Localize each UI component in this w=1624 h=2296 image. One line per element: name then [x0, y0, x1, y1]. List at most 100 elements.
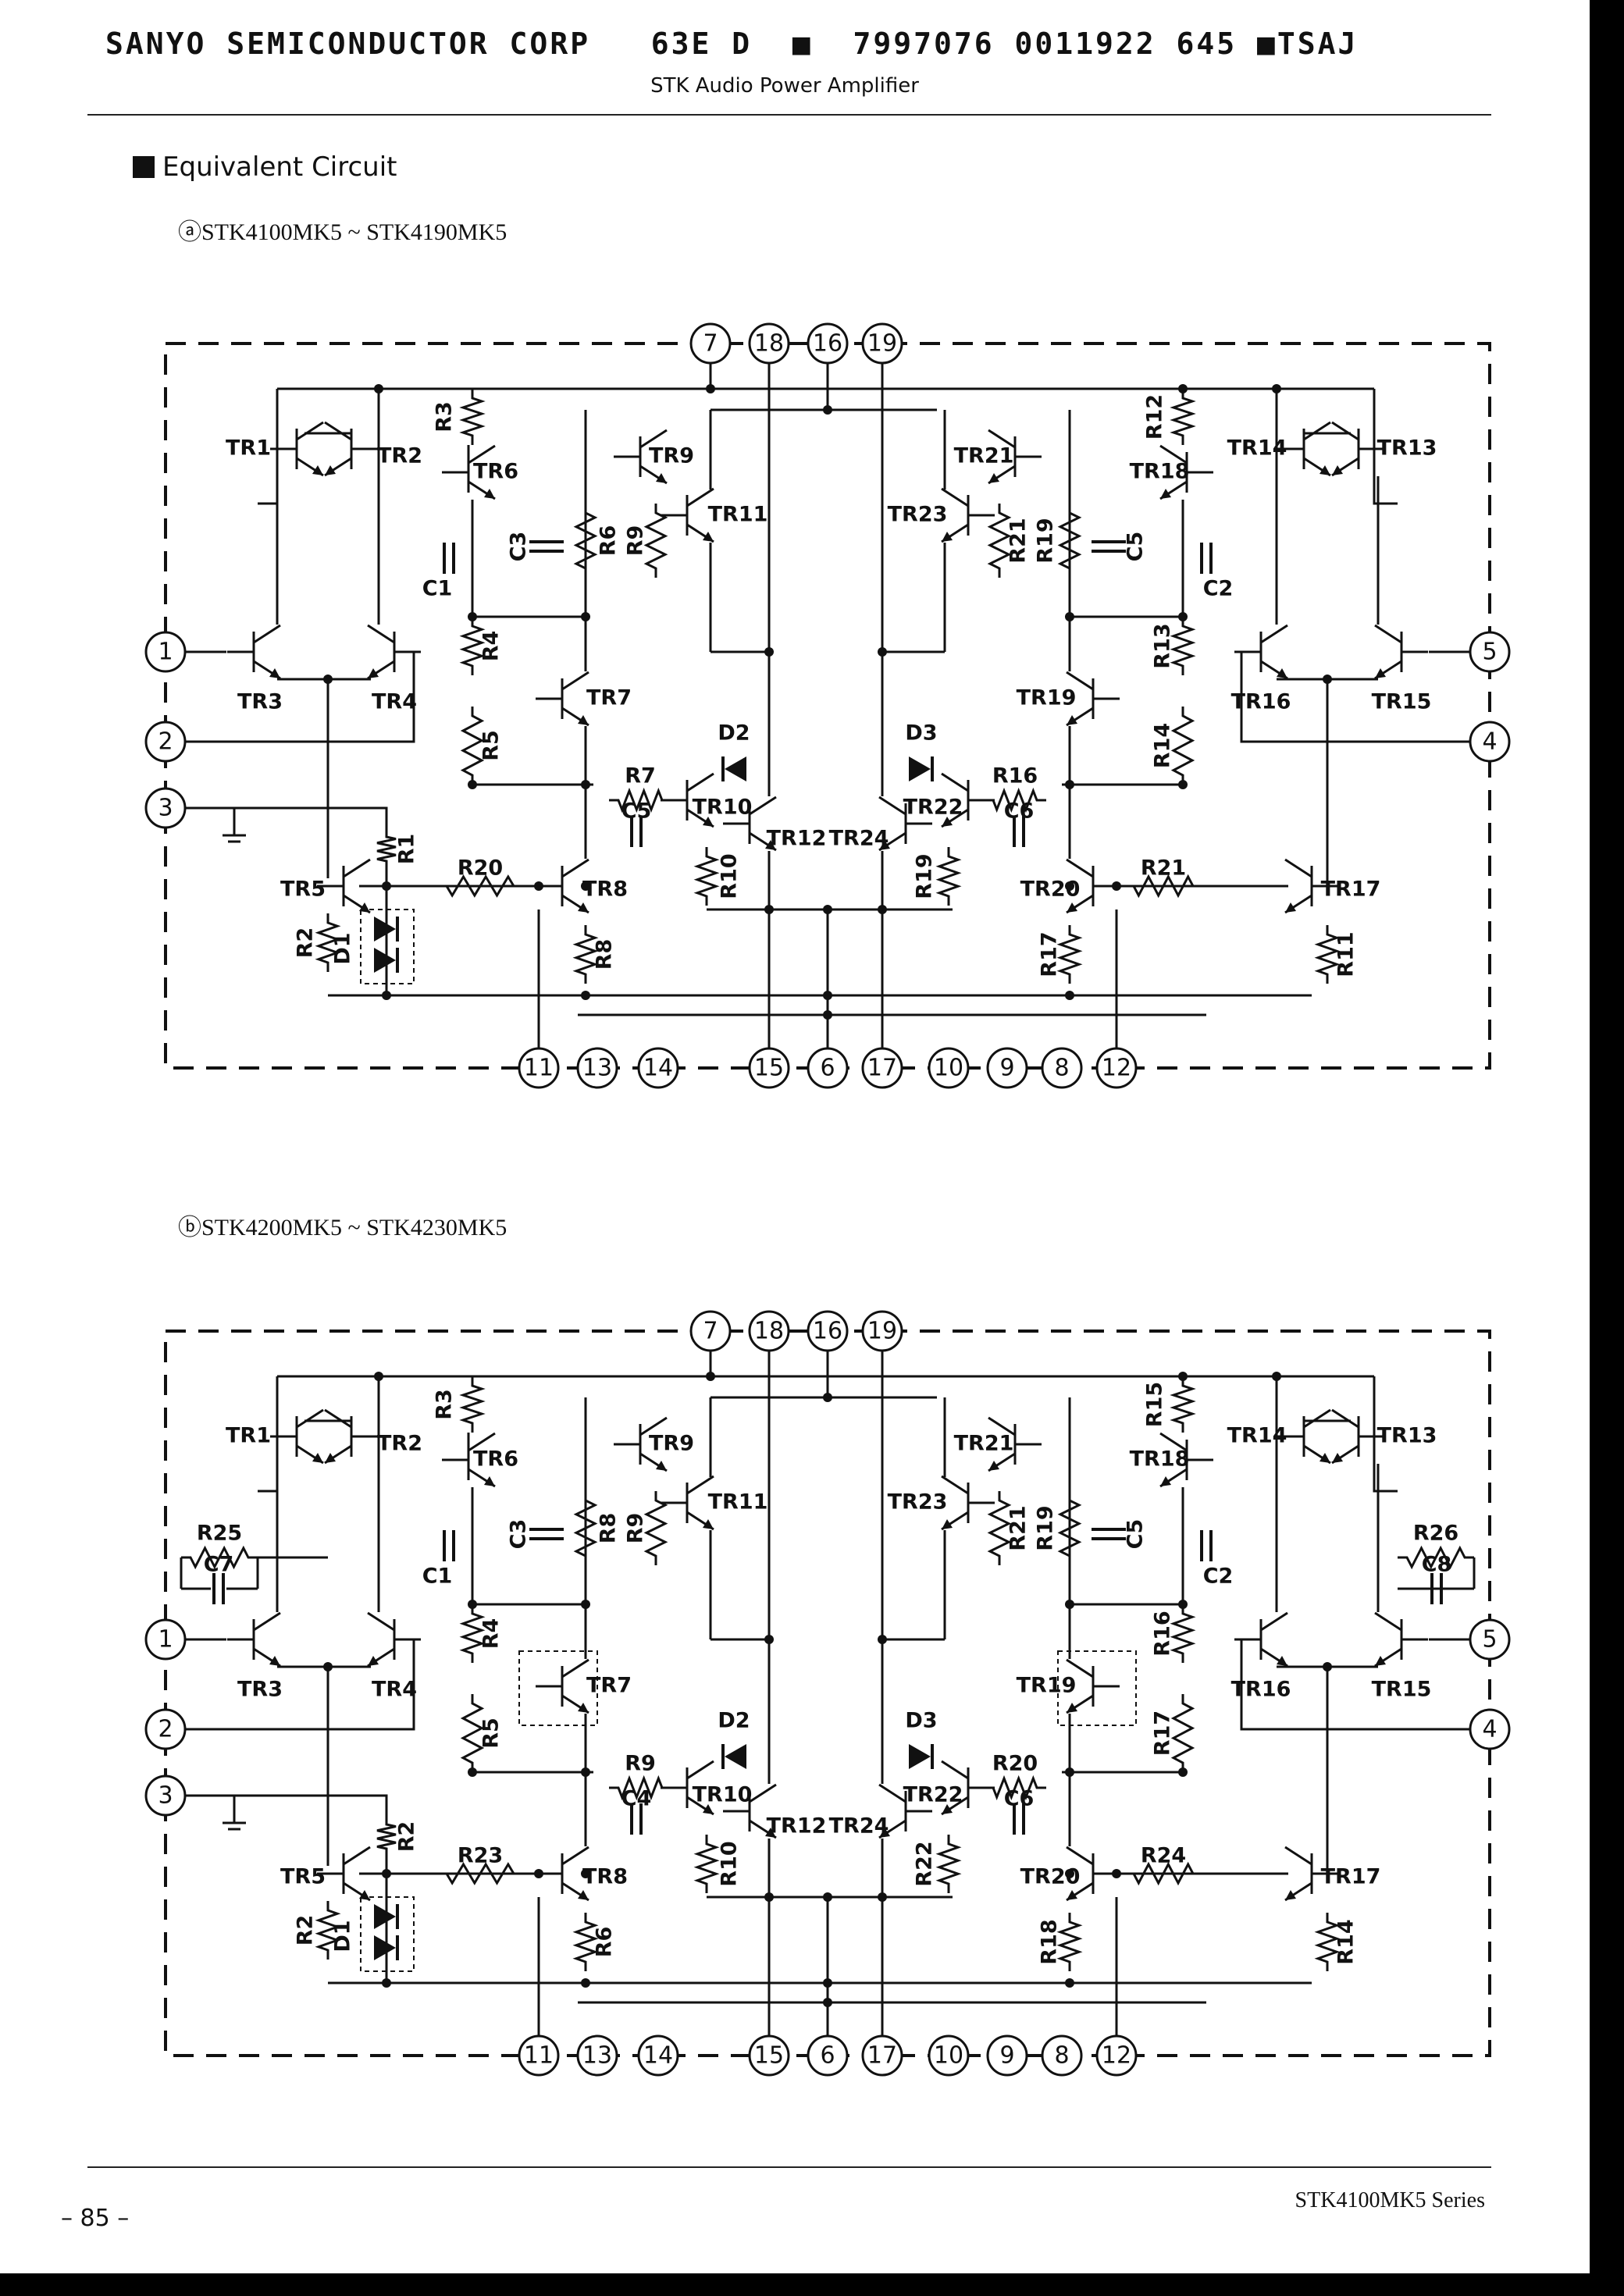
junction-dot — [382, 1978, 391, 1988]
junction-dot — [823, 1978, 832, 1988]
junction-dot — [581, 1978, 590, 1988]
junction-dot — [764, 1635, 774, 1644]
transistor-label: TR18 — [1130, 460, 1190, 484]
transistor-label: TR10 — [693, 1783, 753, 1807]
pin-circle — [1095, 1047, 1138, 1089]
transistor-label: TR22 — [903, 1783, 963, 1807]
transistor-label: TR13 — [1377, 1424, 1437, 1448]
wire — [186, 1639, 415, 1731]
transistor-TR7 — [536, 1658, 589, 1714]
transistor-label: TR8 — [582, 1865, 628, 1889]
wire — [1373, 389, 1398, 505]
junction-dot — [878, 647, 887, 657]
junction-dot — [706, 384, 715, 393]
resistor-label: R2 — [395, 1821, 419, 1853]
scan-edge-bottom — [0, 2273, 1624, 2296]
pin-circle — [861, 1047, 903, 1089]
transistor-TR4 — [367, 624, 421, 680]
transistor-label: TR4 — [372, 690, 417, 714]
footer-rule — [87, 2166, 1491, 2168]
pin-circle — [144, 1775, 187, 1817]
resistor — [1170, 1604, 1196, 1663]
transistor-label: TR16 — [1231, 1678, 1291, 1702]
pin-6: 6 — [820, 1055, 835, 1082]
transistor-TR3 — [227, 624, 281, 680]
capacitor-label: C5 — [621, 799, 652, 824]
pin-circle — [689, 322, 732, 365]
pin-circle — [144, 631, 187, 673]
transistor-TR9 — [614, 1416, 668, 1472]
pin-circle — [928, 1047, 970, 1089]
scan-edge-right — [1590, 0, 1624, 2296]
diode-icon — [374, 917, 396, 942]
junction-dot — [581, 1869, 590, 1878]
transistor-label: TR23 — [888, 1490, 948, 1515]
resistor — [1057, 1491, 1082, 1565]
resistor-label: R25 — [197, 1522, 242, 1546]
pin-15: 15 — [754, 1055, 784, 1082]
resistor — [1170, 1694, 1195, 1772]
junction-dot — [581, 780, 590, 789]
transistor-TR16 — [1234, 624, 1288, 680]
resistor-label: R19 — [1034, 1505, 1058, 1550]
pin-12: 12 — [1102, 1055, 1131, 1082]
junction-dot — [382, 881, 391, 891]
transistor-label: TR6 — [473, 1447, 518, 1472]
junction-dot — [581, 612, 590, 621]
resistor-label: R3 — [433, 401, 457, 433]
capacitor-label: C5 — [1124, 1519, 1148, 1550]
pin-9: 9 — [999, 1055, 1014, 1082]
transistor-label: TR17 — [1321, 877, 1381, 902]
wire — [186, 652, 415, 743]
pin-circle — [861, 1310, 903, 1352]
resistor-label: R3 — [433, 1389, 457, 1420]
resistor — [1170, 1376, 1196, 1433]
transistor-TR17 — [1284, 1846, 1338, 1902]
transistor-TR23 — [941, 1475, 995, 1531]
junction-dot — [581, 1767, 590, 1777]
pin-9: 9 — [999, 2042, 1014, 2070]
junction-dot — [1272, 1372, 1281, 1381]
capacitor-label: C2 — [1203, 1564, 1234, 1589]
resistor-label: R16 — [1151, 1611, 1175, 1656]
transistor-label: TR24 — [829, 1814, 889, 1839]
junction-dot — [581, 881, 590, 891]
transistor-TR4 — [367, 1611, 421, 1668]
transistor-TR18 — [1159, 1432, 1213, 1488]
junction-dot — [823, 1892, 832, 1902]
transistor-TR13 — [1331, 1408, 1385, 1465]
junction-dot — [764, 1892, 774, 1902]
junction-dot — [878, 1892, 887, 1902]
resistor — [572, 925, 599, 984]
resistor-label: R21 — [1141, 856, 1186, 881]
pin-circle — [144, 721, 187, 763]
transistor-label: TR1 — [226, 1424, 271, 1448]
resistor — [459, 389, 486, 445]
diode-icon — [374, 1935, 396, 1960]
darlington-outline — [1057, 1650, 1137, 1726]
transistor-label: TR22 — [903, 796, 963, 820]
pin-2: 2 — [158, 1716, 173, 1743]
junction-dot — [1272, 384, 1281, 393]
transistor-label: TR19 — [1017, 686, 1077, 710]
resistor — [1398, 1545, 1474, 1570]
transistor-label: TR13 — [1377, 436, 1437, 461]
transistor-label: TR11 — [708, 503, 768, 527]
transistor-TR19 — [1066, 671, 1120, 727]
transistor-TR3 — [227, 1611, 281, 1668]
resistor — [609, 787, 671, 813]
transistor-TR13 — [1331, 421, 1385, 477]
transistor-TR9 — [614, 429, 668, 485]
resistor-label: R4 — [479, 1618, 504, 1650]
transistor-label: TR7 — [586, 686, 632, 710]
transistor-TR19 — [1066, 1658, 1120, 1714]
pin-13: 13 — [582, 1055, 612, 1082]
transistor-label: TR9 — [649, 444, 694, 468]
resistor-label: R18 — [1038, 1919, 1062, 1964]
resistor-label: R4 — [479, 631, 504, 662]
transistor-TR2 — [324, 421, 378, 477]
pin-1: 1 — [158, 639, 173, 666]
junction-dot — [764, 905, 774, 914]
junction-dot — [1178, 1600, 1188, 1609]
junction-dot — [823, 1998, 832, 2007]
